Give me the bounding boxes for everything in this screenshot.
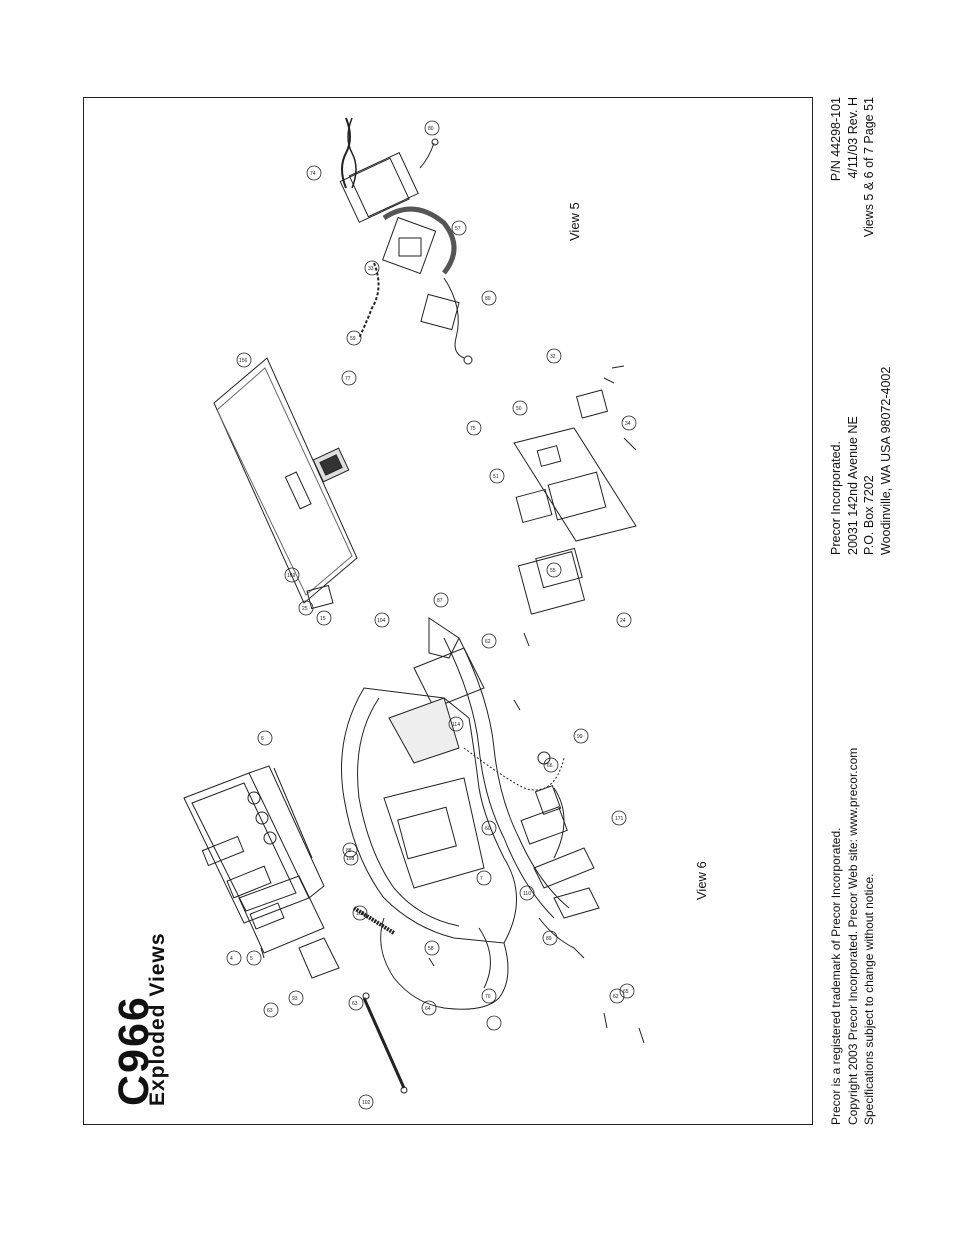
address-city: Woodinville, WA USA 98072-4002 [878, 366, 893, 555]
drawing-frame: C966 Exploded Views View 5 View 6 [83, 97, 813, 1125]
svg-text:33: 33 [368, 266, 374, 272]
svg-text:58: 58 [428, 946, 434, 952]
svg-text:88: 88 [346, 848, 352, 854]
svg-text:57: 57 [455, 226, 461, 232]
svg-text:7: 7 [480, 876, 483, 882]
svg-text:156: 156 [239, 358, 248, 364]
svg-text:63: 63 [267, 1008, 273, 1014]
svg-text:24: 24 [620, 618, 626, 624]
views-page: Views 5 & 6 of 7 Page 51 [862, 97, 877, 238]
svg-text:65: 65 [623, 989, 629, 995]
company-address: Precor Incorporated. 20031 142nd Avenue … [828, 367, 894, 555]
svg-text:6: 6 [261, 736, 264, 742]
svg-text:105: 105 [356, 911, 365, 917]
svg-text:114: 114 [452, 722, 460, 728]
part-number: P/N 44298-101 [829, 97, 843, 182]
svg-text:60: 60 [485, 826, 491, 832]
svg-text:51: 51 [493, 474, 499, 480]
svg-text:77: 77 [345, 376, 351, 382]
svg-text:4: 4 [230, 956, 233, 962]
trademark-notice: Precor is a registered trademark of Prec… [828, 748, 878, 1125]
svg-text:108: 108 [346, 856, 355, 862]
address-po-box: P.O. Box 7202 [862, 475, 877, 555]
svg-text:169: 169 [287, 573, 296, 579]
svg-text:80: 80 [428, 126, 434, 132]
svg-text:99: 99 [577, 734, 583, 740]
svg-text:89: 89 [546, 936, 552, 942]
svg-text:110: 110 [523, 891, 531, 897]
specifications-line: Specifications subject to change without… [862, 873, 876, 1125]
copyright-line: Copyright 2003 Precor Incorporated. Prec… [845, 747, 860, 1125]
svg-text:104: 104 [377, 618, 386, 624]
svg-text:55: 55 [550, 568, 556, 574]
svg-text:93: 93 [292, 996, 298, 1002]
svg-text:59: 59 [350, 336, 356, 342]
svg-text:34: 34 [625, 421, 631, 427]
document-info: P/N 44298-101 4/11/03 Rev. H Views 5 & 6… [828, 97, 878, 272]
date-revision: 4/11/03 Rev. H [845, 97, 860, 179]
trademark-line: Precor is a registered trademark of Prec… [829, 827, 843, 1125]
svg-text:64: 64 [425, 1006, 431, 1012]
svg-text:74: 74 [310, 171, 316, 177]
svg-text:50: 50 [516, 406, 522, 412]
svg-text:70: 70 [485, 994, 491, 1000]
company-name: Precor Incorporated. [829, 441, 843, 555]
svg-text:80: 80 [485, 296, 491, 302]
svg-text:62: 62 [613, 994, 619, 1000]
svg-text:87: 87 [437, 598, 443, 604]
svg-text:102: 102 [362, 1100, 371, 1106]
svg-text:63: 63 [352, 1001, 358, 1007]
svg-text:75: 75 [470, 426, 476, 432]
svg-text:5: 5 [250, 956, 253, 962]
svg-text:15: 15 [320, 616, 326, 622]
svg-text:171: 171 [615, 816, 624, 822]
svg-text:62: 62 [485, 639, 491, 645]
svg-text:32: 32 [550, 354, 556, 360]
svg-text:25: 25 [302, 606, 308, 612]
address-street: 20031 142nd Avenue NE [845, 416, 860, 555]
svg-text:66: 66 [547, 763, 553, 769]
